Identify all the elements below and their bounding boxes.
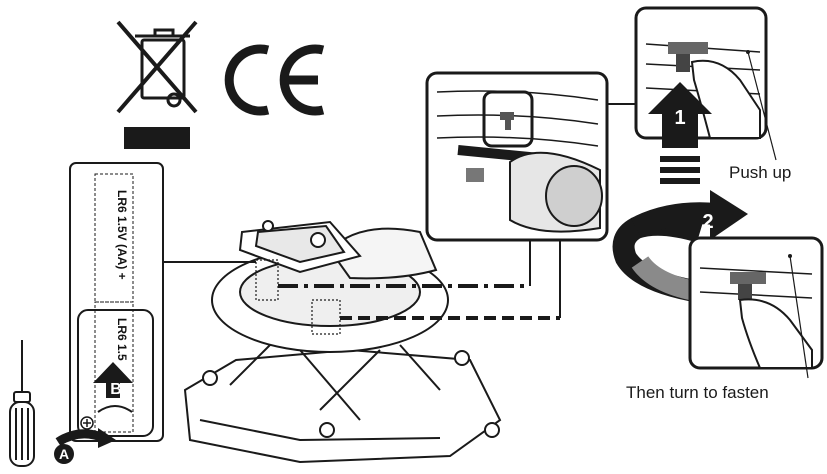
step-a-label: A [59, 446, 69, 462]
push-up-label: Push up [729, 163, 791, 182]
weee-crossed-bin-icon [116, 20, 198, 114]
step-2-label: 2 [702, 211, 713, 233]
step-1-panel [634, 6, 768, 140]
battery-cell-top [94, 173, 134, 303]
battery-cover [77, 309, 154, 437]
turn-fasten-label: Then turn to fasten [626, 383, 769, 402]
curved-arrow-icon: 2 [612, 190, 748, 303]
step-1-label: 1 [674, 107, 685, 129]
step-b-arrow: B [93, 362, 133, 398]
step-a-arrow: A [54, 428, 116, 464]
turn-fasten-leader [789, 255, 809, 379]
clip-highlight [482, 90, 534, 148]
screwdriver-icon [9, 340, 35, 467]
battery-label-top: LR6 1.5V (AA) + [115, 190, 129, 280]
battery-location-callout [255, 259, 279, 301]
push-up-leader [747, 51, 777, 161]
battery-compartment: LR6 1.5V (AA) + LR6 1.5 [69, 162, 164, 442]
step-b-label: B [110, 381, 122, 398]
up-arrow-icon: 1 [648, 82, 712, 184]
step-2-panel [688, 236, 824, 370]
battery-cell-bottom [94, 301, 134, 433]
baby-walker-illustration [183, 220, 502, 464]
ce-mark-icon [224, 44, 325, 116]
weee-bar [124, 127, 190, 149]
battery-label-bottom: LR6 1.5 [115, 318, 129, 361]
toy-closeup-panel [425, 71, 609, 242]
